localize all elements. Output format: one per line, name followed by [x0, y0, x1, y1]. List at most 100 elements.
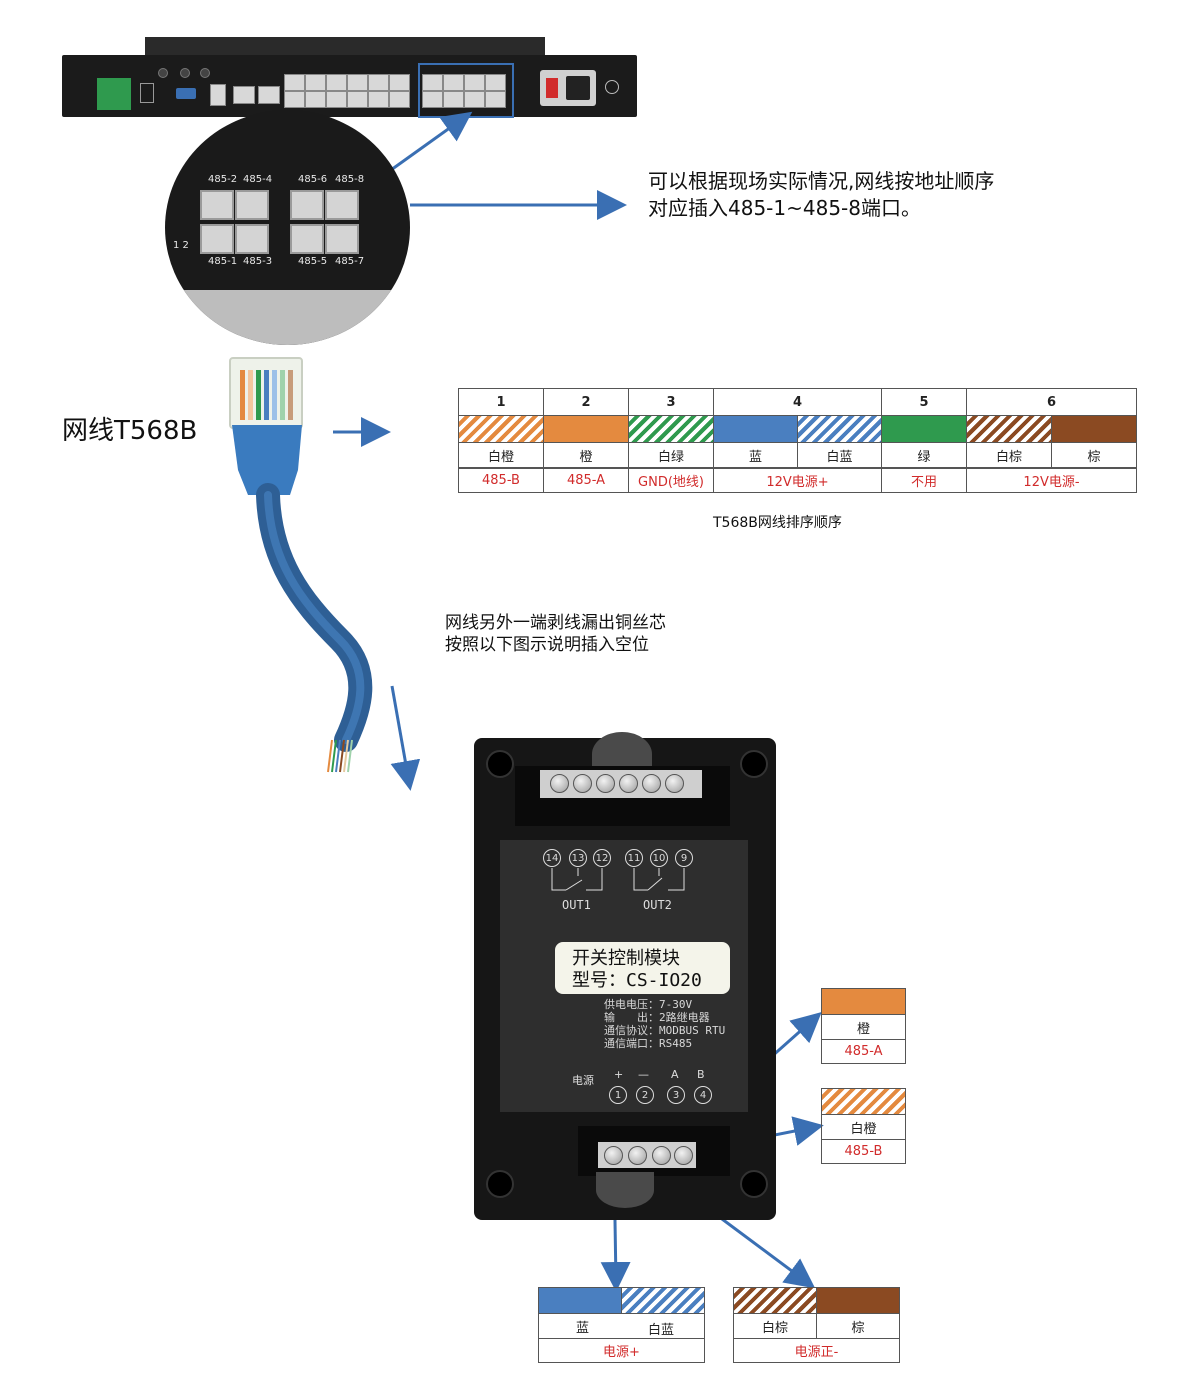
spec-key: 供电电压：: [604, 998, 659, 1011]
callout-blue: 蓝 白蓝 电源+: [538, 1287, 705, 1363]
strip-note: 网线另外一端剥线漏出铜丝芯 按照以下图示说明插入空位: [445, 612, 666, 656]
callout-white-orange-name: 白橙: [821, 1114, 906, 1140]
wire-color-swatch: [713, 415, 798, 443]
cable-title: 网线T568B: [62, 416, 198, 446]
terminal-1-screw-icon: [604, 1146, 623, 1165]
sim-slot: [140, 83, 154, 103]
wire-function: 485-A: [543, 468, 629, 493]
instruction-note: 可以根据现场实际情况,网线按地址顺序 对应插入485-1~485-8端口。: [648, 168, 994, 222]
relay-terminal-10: 10: [650, 849, 668, 867]
wire-function: 485-B: [458, 468, 544, 493]
strip-note-line-2: 按照以下图示说明插入空位: [445, 635, 649, 655]
wire-name: 绿: [881, 442, 967, 468]
mount-hole: [486, 750, 514, 778]
green-terminal-block: [97, 78, 131, 110]
bottom-clip: [596, 1172, 654, 1208]
wire-function: GND(地线): [628, 468, 714, 493]
table-group-number: 1: [458, 388, 544, 416]
antenna-icon: [200, 68, 210, 78]
wire-name: 蓝: [713, 442, 798, 468]
spec-key: 通信协议：: [604, 1024, 659, 1037]
wire-color-swatch: [458, 415, 544, 443]
callout-white-brown-name: 白棕: [733, 1313, 817, 1339]
rj45-port: [325, 224, 359, 254]
screw-icon: [619, 774, 638, 793]
wire-name: 白蓝: [797, 442, 882, 468]
wire-color-swatch: [797, 415, 882, 443]
spec-row: 通信协议：MODBUS RTU: [604, 1024, 725, 1037]
power-socket: [540, 70, 596, 106]
power-switch: [546, 78, 558, 98]
module-label-box: [555, 942, 730, 994]
power-label: 电源: [572, 1074, 594, 1087]
callout-brown-swatch: [816, 1287, 900, 1314]
spec-key: 输 出：: [604, 1011, 659, 1024]
instruction-line-2: 对应插入485-1~485-8端口。: [648, 196, 921, 220]
table-group-number: 4: [713, 388, 882, 416]
pin-symbol-minus: —: [638, 1068, 649, 1081]
wire-name: 白橙: [458, 442, 544, 468]
wire-function: 12V电源+: [713, 468, 882, 493]
strip-arrow: [390, 685, 421, 791]
callout-brown-name: 棕: [816, 1313, 900, 1339]
callout-orange-name: 橙: [821, 1014, 906, 1040]
rj45-port: [235, 190, 269, 220]
wire-color-swatch: [881, 415, 967, 443]
relay-terminal-9: 9: [675, 849, 693, 867]
vga-port: [176, 88, 196, 99]
rj45-port: [235, 224, 269, 254]
callout-blue-name: 蓝: [576, 1321, 590, 1336]
antenna-icon: [158, 68, 168, 78]
side-number: 1 2: [173, 240, 189, 251]
callout-white-blue-name: 白蓝: [648, 1323, 675, 1338]
wire-name: 白棕: [966, 442, 1052, 468]
rj45-port: [200, 190, 234, 220]
screw-icon: [573, 774, 592, 793]
pin-2: 2: [636, 1086, 654, 1104]
plug-wires: [240, 370, 293, 420]
rj45-port: [325, 190, 359, 220]
port-magnifier: 485-2 485-4 485-6 485-8 1 2 485-1 485-3 …: [165, 110, 410, 345]
lan-port: [233, 86, 255, 104]
usb-port: [210, 84, 226, 106]
callout-orange-swatch: [821, 988, 906, 1015]
rs485-port-group: [422, 74, 506, 108]
wire-function: 12V电源-: [966, 468, 1137, 493]
spec-row: 输 出：2路继电器: [604, 1011, 725, 1024]
port-label-bottom-2: 485-3: [243, 256, 273, 267]
relay-terminal-12: 12: [593, 849, 611, 867]
spec-key: 通信端口：: [604, 1037, 659, 1050]
antenna-icon: [180, 68, 190, 78]
screw-icon: [550, 774, 569, 793]
terminal-4-screw-icon: [674, 1146, 693, 1165]
wire-name: 橙: [543, 442, 629, 468]
table-caption: T568B网线排序顺序: [713, 515, 842, 531]
rack-port-group: [284, 74, 410, 108]
callout-white-orange-function: 485-B: [821, 1139, 906, 1164]
spec-row: 供电电压：7-30V: [604, 998, 725, 1011]
out1-label: OUT1: [562, 898, 591, 912]
callout-white-orange: 白橙 485-B: [821, 1088, 906, 1164]
table-group-number: 6: [966, 388, 1137, 416]
table-group-number: 5: [881, 388, 967, 416]
rj45-port: [290, 224, 324, 254]
device-top-cover: [145, 37, 545, 57]
mount-hole: [740, 1170, 768, 1198]
port-label-top-2: 485-4: [243, 174, 273, 185]
mount-hole: [486, 1170, 514, 1198]
rj45-port: [200, 224, 234, 254]
terminal-2-screw-icon: [628, 1146, 647, 1165]
wire-function: 不用: [881, 468, 967, 493]
strip-note-line-1: 网线另外一端剥线漏出铜丝芯: [445, 613, 666, 633]
callout-brown: 白棕 棕 电源正-: [733, 1287, 900, 1363]
table-group-number: 3: [628, 388, 714, 416]
spec-value: 7-30V: [659, 998, 693, 1011]
screw-icon: [665, 774, 684, 793]
relay-terminal-14: 14: [543, 849, 561, 867]
wire-name: 棕: [1051, 442, 1137, 468]
spec-value: MODBUS RTU: [659, 1024, 726, 1037]
ground-screw-icon: [605, 80, 619, 94]
